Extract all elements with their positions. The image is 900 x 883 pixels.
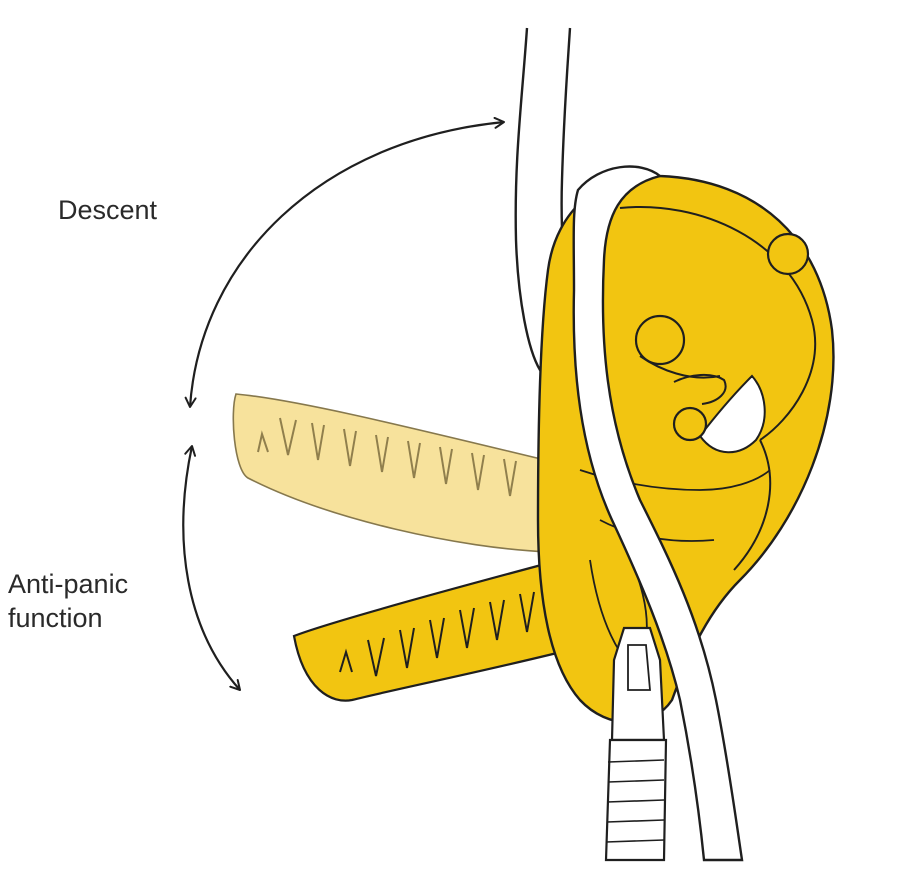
carabiner — [604, 626, 668, 862]
descent-arrow — [184, 116, 505, 408]
handle-anti-panic-position — [292, 558, 587, 702]
anti-panic-label-line2: function — [8, 603, 103, 633]
descent-label: Descent — [58, 195, 158, 225]
descender-device-body — [536, 174, 835, 724]
anti-panic-arrow — [182, 445, 241, 691]
anti-panic-label: Anti-panic function — [8, 567, 128, 635]
handle-descent-position — [232, 393, 549, 553]
anti-panic-label-line1: Anti-panic — [8, 569, 129, 599]
rope-through-device — [572, 165, 744, 862]
